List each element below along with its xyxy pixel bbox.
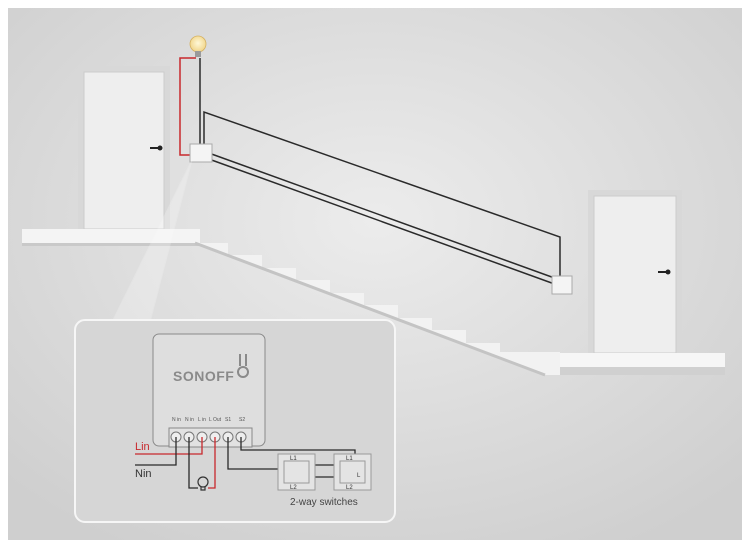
svg-text:L2: L2 bbox=[290, 485, 297, 491]
svg-text:L Out: L Out bbox=[209, 417, 222, 423]
inset-bulb-icon bbox=[197, 476, 209, 491]
staircase bbox=[22, 229, 725, 377]
svg-text:N in: N in bbox=[172, 417, 181, 423]
sonoff-logo: SONOFF bbox=[173, 368, 234, 384]
svg-text:S1: S1 bbox=[225, 417, 231, 423]
svg-text:S2: S2 bbox=[239, 417, 245, 423]
right-door bbox=[588, 190, 682, 354]
svg-text:L: L bbox=[357, 473, 361, 479]
svg-text:L1: L1 bbox=[290, 456, 297, 462]
left-door bbox=[78, 66, 170, 230]
lower-switch-box bbox=[551, 275, 573, 295]
svg-text:L in: L in bbox=[198, 417, 206, 423]
svg-text:L1: L1 bbox=[346, 456, 353, 462]
svg-text:L2: L2 bbox=[346, 485, 353, 491]
line-in-label: Lin bbox=[135, 441, 150, 453]
wall-wiring bbox=[179, 57, 561, 287]
two-way-switch-1: L1 L2 bbox=[277, 453, 316, 491]
terminal-labels: N in N in L in L Out S1 S2 bbox=[172, 417, 245, 423]
antenna-icon bbox=[237, 354, 249, 378]
two-way-switch-2: L1 L2 L bbox=[333, 453, 372, 491]
detail-inset: SONOFF N in N in L in L Out S1 S2 bbox=[74, 319, 396, 523]
switches-caption: 2-way switches bbox=[290, 497, 358, 508]
svg-text:N in: N in bbox=[185, 417, 194, 423]
neutral-in-label: Nin bbox=[135, 468, 152, 480]
ceiling-bulb bbox=[189, 35, 207, 57]
upper-switch-box bbox=[189, 143, 213, 163]
